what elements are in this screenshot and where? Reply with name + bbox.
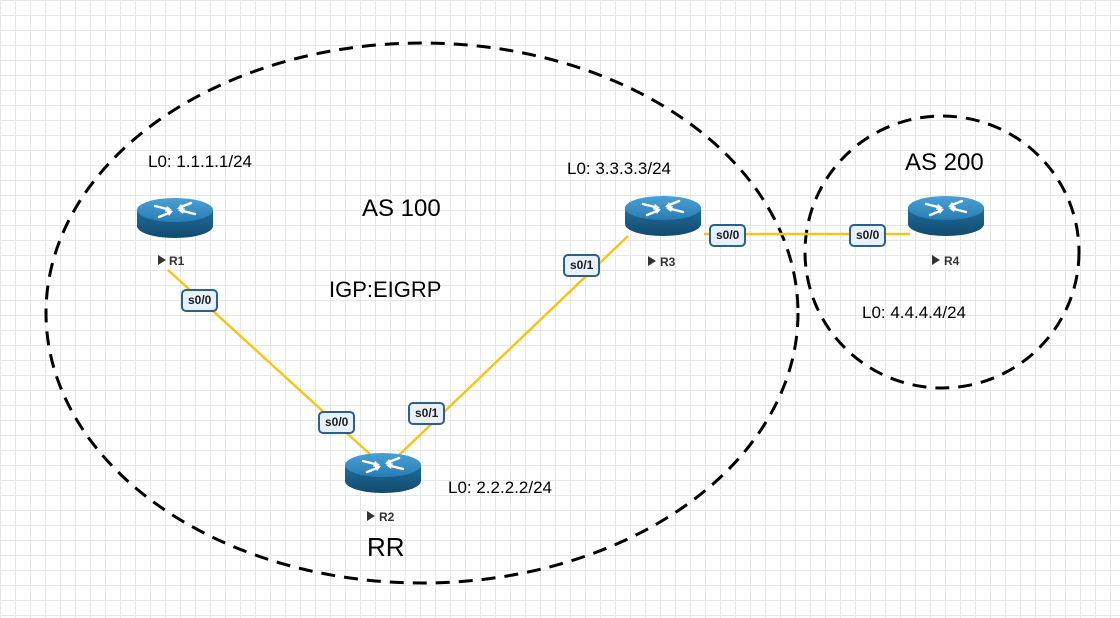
router-r2[interactable]: R2	[343, 451, 423, 524]
loopback-r3: L0: 3.3.3.3/24	[567, 159, 671, 178]
router-icon	[623, 194, 703, 238]
play-arrow-icon	[367, 511, 375, 521]
router-name-r2: R2	[379, 510, 395, 524]
play-arrow-icon	[158, 255, 166, 265]
play-arrow-icon	[932, 255, 940, 265]
router-r4[interactable]: R4	[906, 194, 986, 268]
iface-r4-s0-0[interactable]: s0/0	[849, 224, 887, 247]
iface-r2-s0-0[interactable]: s0/0	[318, 411, 356, 434]
loopback-r1: L0: 1.1.1.1/24	[148, 152, 252, 171]
router-name-r4: R4	[944, 254, 960, 268]
router-icon	[135, 196, 215, 240]
iface-r1-s0-0[interactable]: s0/0	[181, 289, 219, 312]
router-r3[interactable]: R3	[623, 194, 703, 269]
as200-label: AS 200	[905, 149, 984, 176]
loopback-r2: L0: 2.2.2.2/24	[448, 478, 552, 497]
iface-r3-s0-1[interactable]: s0/1	[563, 254, 601, 277]
as200-boundary	[803, 114, 1081, 390]
loopback-r4: L0: 4.4.4.4/24	[862, 303, 966, 322]
as100-boundary	[44, 41, 800, 585]
iface-r3-s0-0[interactable]: s0/0	[709, 224, 747, 247]
router-name-r3: R3	[660, 255, 676, 269]
as100-label: AS 100	[362, 195, 441, 222]
rr-label: RR	[367, 532, 405, 562]
router-icon	[906, 194, 986, 238]
igp-label: IGP:EIGRP	[329, 277, 442, 302]
play-arrow-icon	[648, 256, 656, 266]
iface-r2-s0-1[interactable]: s0/1	[408, 402, 446, 425]
router-icon	[343, 451, 423, 495]
router-r1[interactable]: R1	[135, 196, 215, 268]
router-name-r1: R1	[169, 254, 185, 268]
